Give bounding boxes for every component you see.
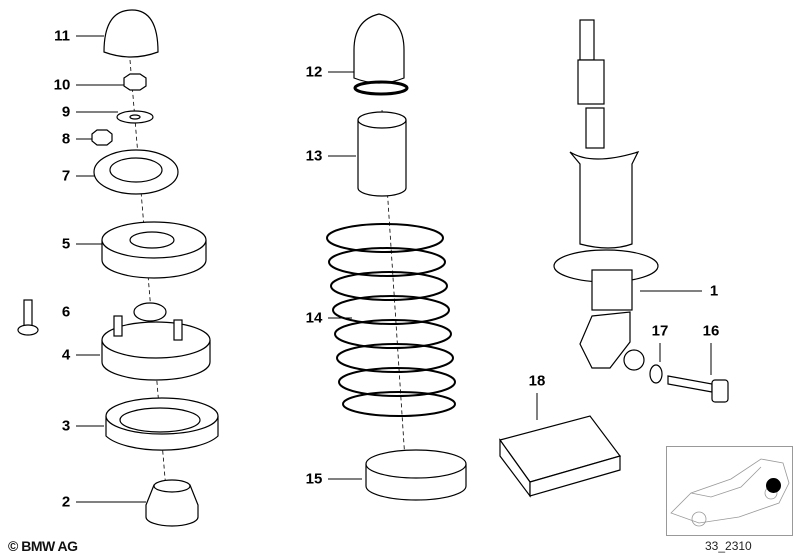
callout-10[interactable]: 10 <box>53 76 71 94</box>
callout-6[interactable]: 6 <box>61 303 71 321</box>
callout-15[interactable]: 15 <box>305 470 323 488</box>
callout-9[interactable]: 9 <box>61 103 71 121</box>
part-18-control-unit <box>499 415 622 498</box>
callout-3[interactable]: 3 <box>61 417 71 435</box>
part-16-bolt <box>667 375 729 403</box>
callout-17[interactable]: 17 <box>651 322 669 340</box>
callout-16[interactable]: 16 <box>702 322 720 340</box>
part-12-bump-stop <box>353 13 409 96</box>
callout-1[interactable]: 1 <box>709 282 719 300</box>
part-4-mount <box>101 302 211 381</box>
part-8-nut <box>91 129 113 146</box>
part-17-washer <box>649 364 663 384</box>
vehicle-location-thumbnail <box>666 446 793 536</box>
part-9-washer <box>116 110 154 124</box>
part-11-cap <box>103 9 159 58</box>
callout-4[interactable]: 4 <box>61 346 71 364</box>
callout-5[interactable]: 5 <box>61 235 71 253</box>
location-marker <box>766 478 781 493</box>
copyright: © BMW AG <box>8 538 78 554</box>
part-15-lower-pad <box>365 449 467 501</box>
part-7-plate <box>93 149 179 195</box>
callout-7[interactable]: 7 <box>61 167 71 185</box>
part-5-ring <box>101 221 207 279</box>
part-3-pad <box>105 397 219 451</box>
callout-18[interactable]: 18 <box>528 372 546 390</box>
callout-12[interactable]: 12 <box>305 63 323 81</box>
part-13-boot <box>357 111 407 197</box>
part-10-nut <box>123 73 147 91</box>
callout-11[interactable]: 11 <box>54 27 70 45</box>
diagram-reference: 33_2310 <box>705 539 752 553</box>
callout-2[interactable]: 2 <box>61 493 71 511</box>
leader-lines <box>76 35 712 503</box>
part-6-bolt <box>17 299 39 336</box>
part-2-rubber-mount <box>145 479 199 527</box>
callout-14[interactable]: 14 <box>305 309 323 327</box>
callout-13[interactable]: 13 <box>305 147 323 165</box>
part-14-spring <box>326 223 456 417</box>
callout-8[interactable]: 8 <box>61 130 71 148</box>
part-1-shock-absorber <box>553 19 659 371</box>
